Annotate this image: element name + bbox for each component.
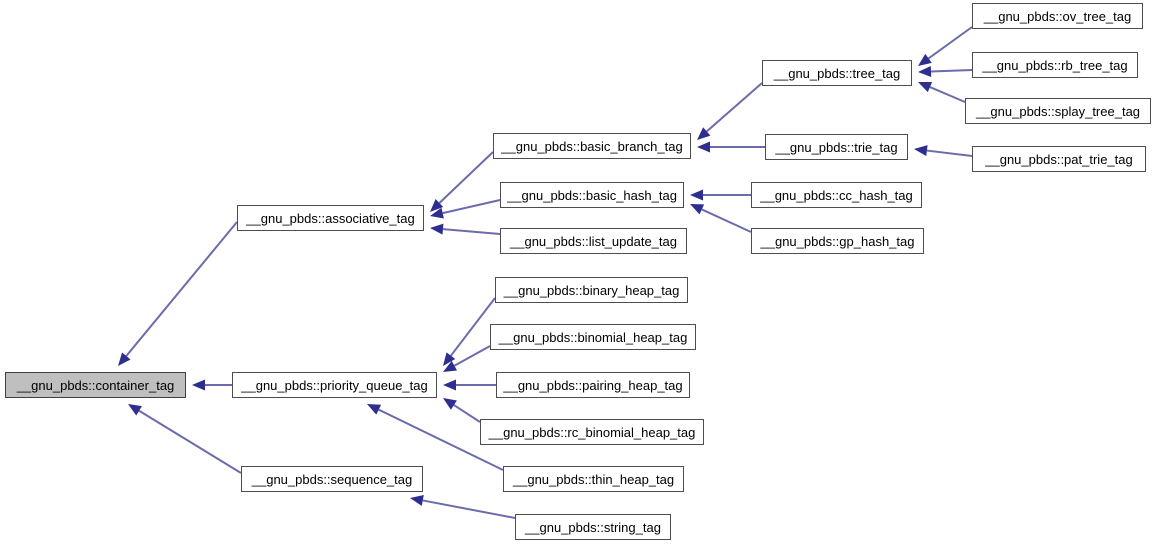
node-label: __gnu_pbds::binomial_heap_tag xyxy=(498,329,688,345)
node-label: __gnu_pbds::splay_tree_tag xyxy=(975,103,1141,119)
node-label: __gnu_pbds::pat_trie_tag xyxy=(985,151,1133,167)
node-ov_tree_tag[interactable]: __gnu_pbds::ov_tree_tag xyxy=(972,3,1143,29)
node-label: __gnu_pbds::string_tag xyxy=(525,519,661,535)
node-priority_queue_tag[interactable]: __gnu_pbds::priority_queue_tag xyxy=(232,372,437,398)
node-label: __gnu_pbds::pairing_heap_tag xyxy=(503,377,683,393)
node-label: __gnu_pbds::associative_tag xyxy=(246,210,415,226)
node-basic_hash_tag[interactable]: __gnu_pbds::basic_hash_tag xyxy=(500,182,684,208)
node-thin_heap_tag[interactable]: __gnu_pbds::thin_heap_tag xyxy=(503,466,684,492)
node-trie_tag[interactable]: __gnu_pbds::trie_tag xyxy=(765,134,908,160)
node-tree_tag[interactable]: __gnu_pbds::tree_tag xyxy=(762,60,912,86)
node-label: __gnu_pbds::basic_hash_tag xyxy=(507,187,677,203)
node-rb_tree_tag[interactable]: __gnu_pbds::rb_tree_tag xyxy=(972,52,1138,78)
node-binary_heap_tag[interactable]: __gnu_pbds::binary_heap_tag xyxy=(495,277,688,303)
node-rc_binomial_heap_tag[interactable]: __gnu_pbds::rc_binomial_heap_tag xyxy=(480,419,704,445)
node-label: __gnu_pbds::ov_tree_tag xyxy=(983,8,1132,24)
node-label: __gnu_pbds::priority_queue_tag xyxy=(241,377,428,393)
node-pairing_heap_tag[interactable]: __gnu_pbds::pairing_heap_tag xyxy=(496,372,690,398)
node-container_tag[interactable]: __gnu_pbds::container_tag xyxy=(5,372,186,398)
node-label: __gnu_pbds::container_tag xyxy=(16,377,175,393)
node-label: __gnu_pbds::gp_hash_tag xyxy=(760,233,915,249)
node-splay_tree_tag[interactable]: __gnu_pbds::splay_tree_tag xyxy=(965,98,1151,124)
node-label: __gnu_pbds::rb_tree_tag xyxy=(982,57,1128,73)
node-associative_tag[interactable]: __gnu_pbds::associative_tag xyxy=(237,205,424,231)
node-basic_branch_tag[interactable]: __gnu_pbds::basic_branch_tag xyxy=(493,133,691,159)
node-binomial_heap_tag[interactable]: __gnu_pbds::binomial_heap_tag xyxy=(490,324,696,350)
node-label: __gnu_pbds::trie_tag xyxy=(775,139,898,155)
node-label: __gnu_pbds::cc_hash_tag xyxy=(760,187,913,203)
node-label: __gnu_pbds::basic_branch_tag xyxy=(501,138,683,154)
node-label: __gnu_pbds::list_update_tag xyxy=(510,233,677,249)
node-label: __gnu_pbds::binary_heap_tag xyxy=(503,282,680,298)
node-list_update_tag[interactable]: __gnu_pbds::list_update_tag xyxy=(500,228,687,254)
node-label: __gnu_pbds::rc_binomial_heap_tag xyxy=(488,424,696,440)
node-sequence_tag[interactable]: __gnu_pbds::sequence_tag xyxy=(241,466,423,492)
node-pat_trie_tag[interactable]: __gnu_pbds::pat_trie_tag xyxy=(972,146,1146,172)
node-label: __gnu_pbds::tree_tag xyxy=(773,65,901,81)
node-gp_hash_tag[interactable]: __gnu_pbds::gp_hash_tag xyxy=(751,228,924,254)
node-label: __gnu_pbds::sequence_tag xyxy=(251,471,413,487)
node-string_tag[interactable]: __gnu_pbds::string_tag xyxy=(515,514,671,540)
node-cc_hash_tag[interactable]: __gnu_pbds::cc_hash_tag xyxy=(751,182,922,208)
node-label: __gnu_pbds::thin_heap_tag xyxy=(512,471,675,487)
